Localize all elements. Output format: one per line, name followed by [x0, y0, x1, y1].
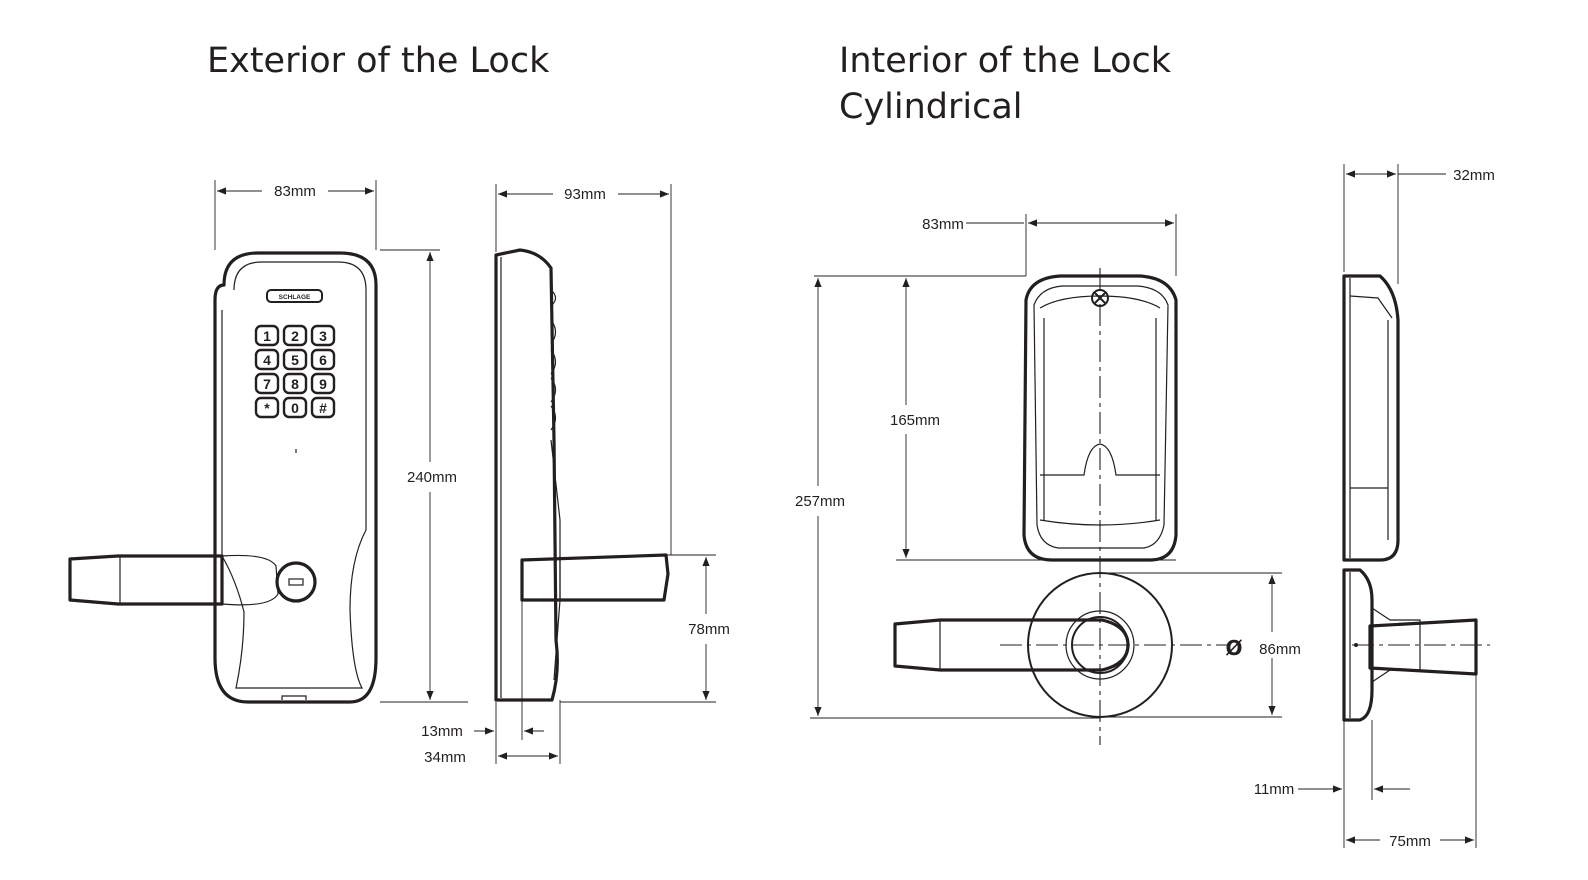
keypad-key: 6: [310, 348, 336, 371]
exterior-side-view: [494, 248, 670, 702]
exterior-front-view: SCHLAGE: [68, 251, 378, 704]
dim-int-rose-dia: 86mm: [1259, 641, 1301, 658]
keypad-key: 2: [282, 324, 308, 347]
interior-front-view: [893, 268, 1230, 745]
dim-ext-34: 34mm: [424, 749, 466, 766]
interior-side-view: [1342, 274, 1490, 722]
keypad-key-label: #: [319, 400, 327, 416]
keypad-key-label: 6: [319, 352, 327, 368]
keypad-key: 8: [282, 372, 308, 395]
interior-subheading: Cylindrical: [839, 87, 1023, 127]
keypad-key: 7: [254, 372, 280, 395]
keypad: 1 2 3 4 5 6 7 8 9 * 0 #: [254, 324, 336, 419]
keypad-key-label: 0: [291, 400, 299, 416]
interior-heading: Interior of the Lock: [839, 41, 1172, 81]
keypad-key-label: 3: [319, 328, 327, 344]
keypad-key: #: [310, 396, 336, 419]
dim-ext-lever-height: 78mm: [688, 621, 730, 638]
keypad-key-label: 1: [263, 328, 271, 344]
dim-int-11: 11mm: [1254, 781, 1295, 798]
keypad-key: 3: [310, 324, 336, 347]
dim-int-side-32: 32mm: [1453, 167, 1495, 184]
keypad-key-label: 2: [291, 328, 299, 344]
keypad-key: 4: [254, 348, 280, 371]
diameter-icon: Ø: [1225, 636, 1242, 660]
brand-text: SCHLAGE: [279, 294, 311, 301]
keypad-key: 5: [282, 348, 308, 371]
dim-ext-width: 83mm: [274, 183, 316, 200]
key-cylinder: [275, 561, 317, 603]
dim-int-257: 257mm: [795, 493, 845, 510]
exterior-lever: [68, 554, 224, 606]
keypad-key-label: 4: [263, 352, 271, 368]
keypad-key-label: *: [264, 400, 270, 416]
dim-int-width: 83mm: [922, 216, 964, 233]
brand-badge: [266, 289, 323, 303]
keypad-key: 1: [254, 324, 280, 347]
interior-side-lever: [1368, 618, 1478, 676]
keypad-key-label: 5: [291, 352, 299, 368]
exterior-heading: Exterior of the Lock: [207, 41, 550, 81]
keypad-key: *: [254, 396, 280, 419]
dim-ext-13: 13mm: [421, 723, 463, 740]
dim-ext-height: 240mm: [407, 469, 457, 486]
dim-int-165: 165mm: [890, 412, 940, 429]
keypad-key: 0: [282, 396, 308, 419]
keypad-key-label: 7: [263, 376, 271, 392]
dim-int-75: 75mm: [1389, 833, 1431, 850]
dim-ext-side-depth: 93mm: [564, 186, 606, 203]
keypad-key: 9: [310, 372, 336, 395]
dimension-lines: [214, 164, 1477, 848]
keypad-key-label: 8: [291, 376, 299, 392]
keypad-key-label: 9: [319, 376, 327, 392]
exterior-side-lever: [520, 553, 670, 602]
